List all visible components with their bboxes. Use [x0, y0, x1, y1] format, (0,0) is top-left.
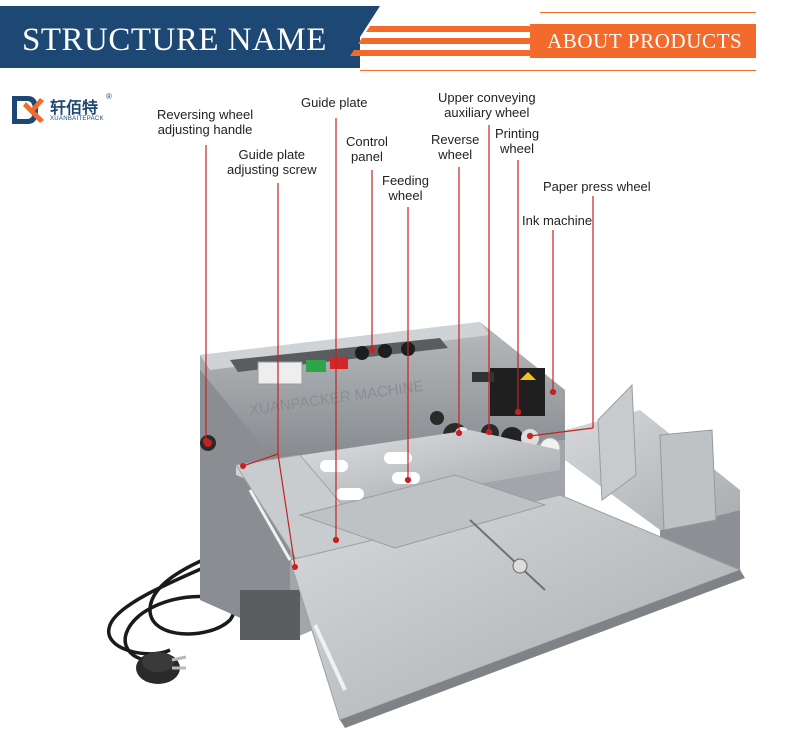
logo-chinese-text: 轩佰特	[50, 98, 99, 117]
label-upper-conveying-wheel: Upper conveying auxiliary wheel	[438, 90, 536, 120]
logo-english-text: XUANBAITEPACK	[50, 116, 104, 122]
header-title-panel: STRUCTURE NAME	[0, 6, 360, 68]
speed-knob[interactable]	[355, 346, 369, 360]
label-guide-plate-screw: Guide plate adjusting screw	[227, 147, 317, 177]
label-reverse-wheel: Reverse wheel	[431, 132, 480, 162]
header-bottom-line	[360, 70, 756, 71]
input-tray	[235, 430, 745, 728]
label-printing-wheel: Printing wheel	[495, 126, 540, 156]
label-feeding-wheel: Feeding wheel	[382, 173, 429, 203]
label-paper-press-wheel: Paper press wheel	[543, 179, 651, 194]
label-guide-plate: Guide plate	[301, 95, 368, 110]
power-cord	[106, 543, 241, 663]
page-subtitle: ABOUT PRODUCTS	[547, 29, 743, 53]
label-control-panel: Control panel	[346, 134, 388, 164]
xuanbaite-logo-icon	[12, 96, 44, 124]
power-plug	[136, 652, 187, 684]
page-title: STRUCTURE NAME	[22, 22, 327, 58]
tray-adjust-knob[interactable]	[512, 558, 528, 574]
start-button[interactable]	[306, 360, 326, 372]
feed-knob[interactable]	[378, 344, 392, 358]
decorative-stripes	[340, 6, 540, 68]
logo-registered-mark: ®	[106, 92, 112, 101]
header-subtitle-panel: ABOUT PRODUCTS	[530, 24, 756, 58]
callout-lines	[202, 118, 594, 568]
label-reversing-wheel-handle: Reversing wheel adjusting handle	[157, 107, 254, 137]
brand-logo: 轩佰特 ® XUANBAITEPACK	[10, 92, 120, 132]
label-ink-machine: Ink machine	[522, 213, 593, 228]
guide-plate[interactable]	[298, 474, 547, 549]
header-top-line	[540, 12, 756, 13]
stop-button[interactable]	[330, 357, 348, 369]
header-banner: STRUCTURE NAME ABOUT PRODUCTS	[0, 0, 800, 72]
counter-display	[257, 361, 303, 385]
